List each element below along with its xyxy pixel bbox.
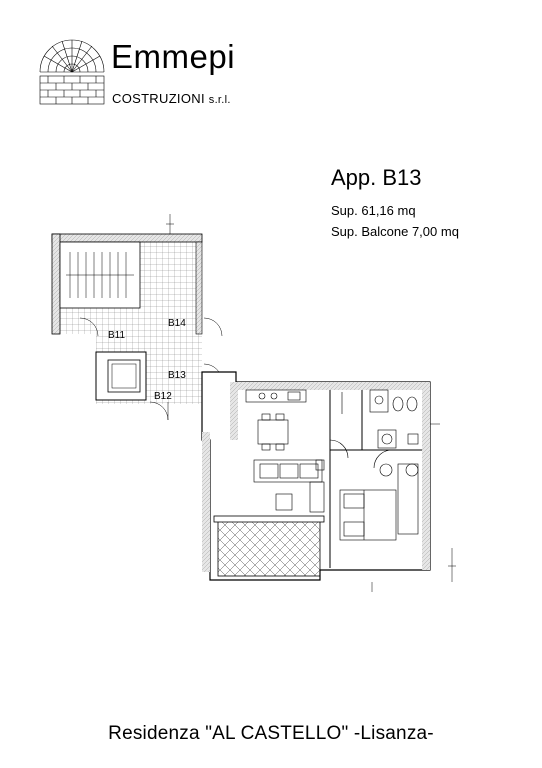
label-b14: B14 [168, 318, 186, 329]
brand-name: Emmepi [111, 38, 236, 75]
dimension-marks [166, 214, 456, 592]
label-b13: B13 [168, 370, 186, 381]
apartment-surface: Sup. 61,16 mq [331, 203, 416, 218]
brand-sub-main: COSTRUZIONI [112, 91, 205, 106]
common-area [51, 233, 223, 421]
floor-plan: B11 B14 B13 B12 [51, 214, 456, 592]
brand-sub-suffix: s.r.l. [208, 94, 231, 106]
balcony [213, 515, 325, 577]
balcony-surface: Sup. Balcone 7,00 mq [331, 224, 459, 239]
brand-subtitle: COSTRUZIONI s.r.l. [112, 92, 231, 106]
label-b11: B11 [108, 330, 125, 341]
footer-residence-name: Residenza "AL CASTELLO" -Lisanza- [108, 723, 434, 744]
spiral-staircase-logo-icon [39, 39, 105, 105]
label-b12: B12 [154, 391, 172, 402]
company-logo: Emmepi COSTRUZIONI s.r.l. [38, 38, 260, 108]
apartment-title: App. B13 [331, 165, 422, 190]
